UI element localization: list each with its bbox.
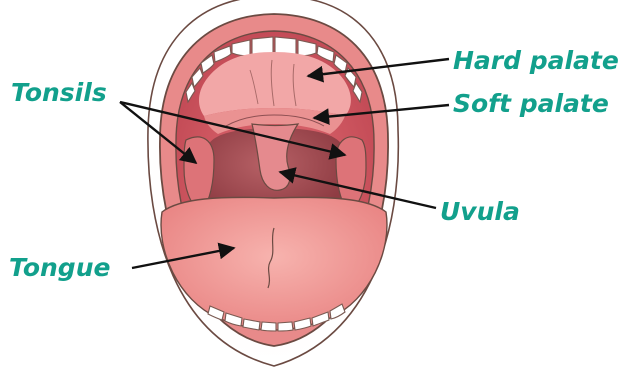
uvula-label: Uvula [440, 199, 520, 224]
tonsils-label: Tonsils [11, 80, 107, 105]
tongue-label: Tongue [9, 255, 110, 280]
hard-palate-label: Hard palate [453, 48, 619, 73]
soft-palate-label: Soft palate [453, 91, 609, 116]
